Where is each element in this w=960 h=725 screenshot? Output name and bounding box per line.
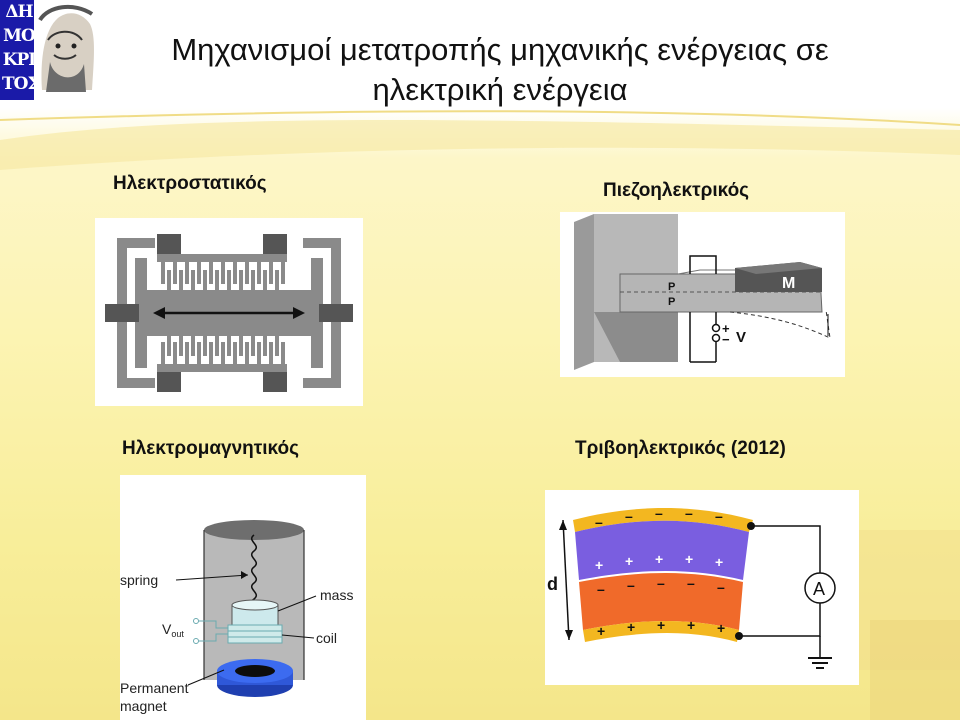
svg-text:+: +	[627, 619, 635, 635]
svg-text:–: –	[657, 575, 665, 591]
svg-text:+: +	[687, 617, 695, 633]
em-magnet-label-2: magnet	[120, 698, 167, 714]
svg-text:–: –	[685, 505, 693, 521]
svg-text:–: –	[627, 577, 635, 593]
triboelectric-label: Τριβοηλεκτρικός (2012)	[575, 438, 786, 459]
em-coil-label: coil	[316, 630, 337, 646]
tribo-d-label: d	[547, 574, 558, 594]
svg-text:–: –	[597, 581, 605, 597]
piezoelectric-diagram: M P P + − V	[560, 212, 845, 377]
piezo-v-label: V	[736, 329, 746, 346]
piezo-plus: +	[722, 321, 730, 336]
piezo-mass-label: M	[782, 275, 795, 292]
svg-text:+: +	[717, 620, 725, 636]
svg-text:+: +	[597, 623, 605, 639]
em-magnet-label-1: Permanent	[120, 680, 189, 696]
svg-text:+: +	[685, 551, 693, 567]
svg-text:+: +	[715, 554, 723, 570]
svg-text:+: +	[625, 553, 633, 569]
piezo-p-label-bottom: P	[668, 296, 675, 308]
em-mass-label: mass	[320, 587, 353, 603]
svg-text:+: +	[595, 557, 603, 573]
piezo-p-label-top: P	[668, 281, 675, 293]
svg-text:–: –	[687, 575, 695, 591]
svg-text:–: –	[717, 579, 725, 595]
svg-text:+: +	[657, 617, 665, 633]
electrostatic-diagram	[95, 218, 363, 406]
svg-text:–: –	[655, 505, 663, 521]
electromagnetic-label: Ηλεκτρομαγνητικός	[122, 438, 299, 459]
tribo-ammeter-label: A	[813, 579, 825, 599]
title-line-1: Μηχανισμοί μετατροπής μηχανικής ενέργεια…	[171, 32, 829, 67]
em-vout-label: Vout	[162, 621, 184, 639]
logo-portrait	[34, 0, 98, 100]
title-line-2: ηλεκτρική ενέργεια	[372, 72, 628, 107]
triboelectric-diagram: – – – – – + + + + + – – – – – + + + + + d A	[545, 490, 859, 685]
svg-text:–: –	[715, 508, 723, 524]
logo-text: ΔΗ ΜΟ ΚΡΙ ΤΟΣ	[2, 2, 39, 94]
background-wave	[0, 110, 960, 170]
piezo-minus: −	[722, 332, 730, 347]
svg-text:+: +	[655, 551, 663, 567]
institute-logo: ΔΗ ΜΟ ΚΡΙ ΤΟΣ	[0, 0, 98, 100]
electromagnetic-diagram: spring mass Vout coil Permanent magnet	[120, 475, 366, 720]
em-spring-label: spring	[120, 572, 158, 588]
piezoelectric-label: Πιεζοηλεκτρικός	[603, 180, 750, 201]
page-title: Μηχανισμοί μετατροπής μηχανικής ενέργεια…	[110, 30, 890, 110]
svg-text:–: –	[625, 508, 633, 524]
svg-text:–: –	[595, 514, 603, 530]
electrostatic-label: Ηλεκτροστατικός	[113, 173, 267, 194]
